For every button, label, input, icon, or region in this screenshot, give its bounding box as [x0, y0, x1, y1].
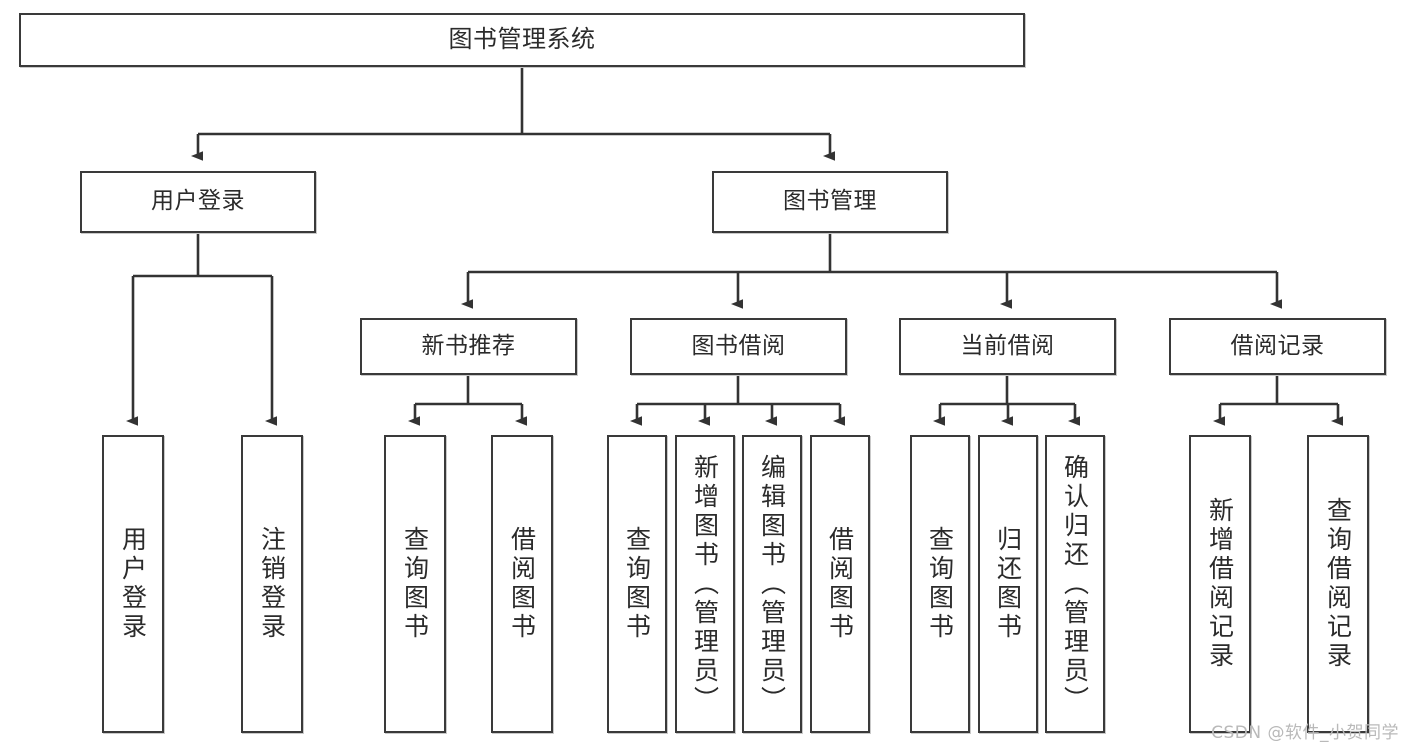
node-leaf-edit-book-label: 编辑图书（管理员）	[757, 453, 787, 715]
node-leaf-query-record-label: 查询借阅记录	[1323, 497, 1353, 671]
node-leaf-add-record-label: 新增借阅记录	[1205, 497, 1235, 671]
node-book-management-label: 图书管理	[783, 188, 877, 215]
node-leaf-user-login-label: 用户登录	[118, 526, 148, 642]
csdn-watermark: CSDN @软件_小贺同学	[1211, 723, 1399, 743]
node-leaf-query-record[interactable]: 查询借阅记录	[1307, 435, 1369, 733]
node-leaf-logout-login-label: 注销登录	[257, 526, 287, 642]
node-new-book-recommend-label: 新书推荐	[421, 332, 516, 359]
node-current-borrow[interactable]: 当前借阅	[899, 318, 1116, 375]
node-current-borrow-label: 当前借阅	[960, 332, 1055, 359]
node-leaf-logout-login[interactable]: 注销登录	[241, 435, 303, 733]
node-leaf-confirm-return-label: 确认归还（管理员）	[1060, 453, 1090, 715]
node-leaf-query-book-2-label: 查询图书	[622, 526, 652, 642]
node-user-login[interactable]: 用户登录	[80, 171, 316, 233]
node-leaf-edit-book[interactable]: 编辑图书（管理员）	[742, 435, 802, 733]
node-leaf-add-record[interactable]: 新增借阅记录	[1189, 435, 1251, 733]
node-borrow-record[interactable]: 借阅记录	[1169, 318, 1386, 375]
node-leaf-add-book-label: 新增图书（管理员）	[690, 453, 720, 715]
node-leaf-query-book-1[interactable]: 查询图书	[384, 435, 446, 733]
node-leaf-add-book[interactable]: 新增图书（管理员）	[675, 435, 735, 733]
node-root-label: 图书管理系统	[448, 25, 596, 54]
node-book-management[interactable]: 图书管理	[712, 171, 948, 233]
node-leaf-query-book-1-label: 查询图书	[400, 526, 430, 642]
node-book-borrow-label: 图书借阅	[691, 332, 786, 359]
node-root[interactable]: 图书管理系统	[19, 13, 1025, 67]
node-leaf-borrow-book-1[interactable]: 借阅图书	[491, 435, 553, 733]
node-leaf-borrow-book-2[interactable]: 借阅图书	[810, 435, 870, 733]
node-leaf-query-book-2[interactable]: 查询图书	[607, 435, 667, 733]
node-new-book-recommend[interactable]: 新书推荐	[360, 318, 577, 375]
node-leaf-query-book-3[interactable]: 查询图书	[910, 435, 970, 733]
node-leaf-return-book[interactable]: 归还图书	[978, 435, 1038, 733]
node-user-login-label: 用户登录	[151, 188, 245, 215]
node-borrow-record-label: 借阅记录	[1230, 332, 1325, 359]
node-leaf-confirm-return[interactable]: 确认归还（管理员）	[1045, 435, 1105, 733]
node-leaf-user-login[interactable]: 用户登录	[102, 435, 164, 733]
node-leaf-borrow-book-1-label: 借阅图书	[507, 526, 537, 642]
node-leaf-borrow-book-2-label: 借阅图书	[825, 526, 855, 642]
node-leaf-query-book-3-label: 查询图书	[925, 526, 955, 642]
node-book-borrow[interactable]: 图书借阅	[630, 318, 847, 375]
node-leaf-return-book-label: 归还图书	[993, 526, 1023, 642]
